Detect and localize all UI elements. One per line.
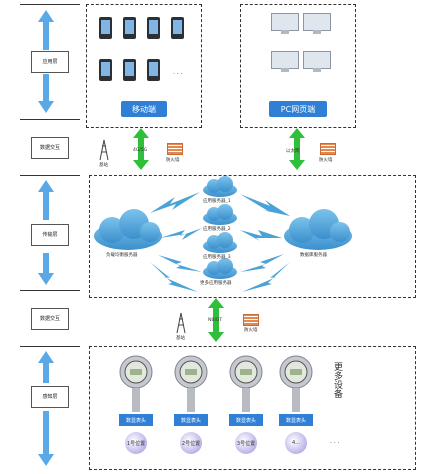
base-station-label: 基站 [99,163,108,168]
position-3-badge: 3号位置 [235,432,257,454]
load-balancer-cloud [94,209,162,250]
gauge-icon [119,355,153,412]
transport-panel [89,175,416,298]
layer-arrows [38,10,54,466]
firewall-label: 防火墙 [166,158,180,163]
down-arrow [38,253,54,285]
layer-label-data-exchange: 数据交互 [31,137,69,159]
server-cloud [203,232,237,253]
layer-divider [20,175,80,176]
device-tag: 数显表头 [229,414,263,426]
layer-label-data-exchange: 数据交互 [31,308,69,330]
server-cloud [203,258,237,279]
device-tag: 数显表头 [174,414,208,426]
ellipsis: · · · [330,440,340,447]
phone-icon [147,59,160,81]
up-arrow [38,180,54,220]
mobile-panel: · · · 移动端 [86,4,202,128]
up-arrow [38,10,54,50]
server-label: 应用服务器_1 [203,199,231,204]
gauge-icon [279,355,313,412]
pc-link-arrow [289,128,305,170]
phone-icon [123,59,136,81]
layer-label-perception: 感知层 [31,386,69,408]
firewall-label: 防火墙 [244,328,258,333]
firewall-label: 防火墙 [319,158,333,163]
gauge-icon [174,355,208,412]
phone-icon [123,17,136,39]
layer-divider [20,119,80,120]
server-cloud [203,176,237,197]
device-tag: 数显表头 [279,414,313,426]
base-station-label: 基站 [176,336,185,341]
position-4-badge: 4... [285,432,307,454]
nbiot-link-arrow [208,298,224,342]
mobile-label: 移动端 [121,101,167,117]
pc-label: PC网页端 [269,101,327,117]
position-1-badge: 1号位置 [125,432,147,454]
gauge-icon [229,355,263,412]
monitor-icon [303,51,331,72]
load-balancer-label: 负载均衡服务器 [106,253,138,258]
server-label: 更多应用服务器 [200,281,232,286]
server-label: 应用服务器_2 [203,227,231,232]
monitor-icon [303,13,331,34]
ellipsis: · · · [173,71,183,78]
phone-icon [99,17,112,39]
layer-divider [20,290,80,291]
database-cloud [284,209,352,250]
layer-label-transport: 传输层 [31,224,69,246]
firewall-icon [243,314,259,326]
phone-icon [99,59,112,81]
more-devices-label: 更多设备 [332,362,342,398]
lightning-icon [150,192,200,213]
monitor-icon [271,51,299,72]
down-arrow [38,74,54,113]
position-2-badge: 2号位置 [180,432,202,454]
mobile-link-arrow [133,128,149,170]
database-server-label: 数据库服务器 [300,253,327,258]
tower-icon [99,139,109,161]
layer-divider [20,346,80,347]
lightning-icon [158,255,202,272]
lightning-icon [240,194,290,216]
link-nbiot-label: NBIOT [208,318,223,323]
tower-icon [176,312,186,334]
layer-label-application: 应用层 [31,51,69,73]
lightning-icon [160,228,202,240]
firewall-icon [167,143,183,155]
lightning-icon [240,230,282,241]
server-label: 应用服务器_3 [203,255,231,260]
device-tag: 数显表头 [119,414,153,426]
phone-icon [147,17,160,39]
link-mobile-label: 4G/5G [133,148,148,153]
pc-panel: PC网页端 [240,4,356,128]
lightning-icon [240,254,284,272]
firewall-icon [320,143,336,155]
layer-divider [20,4,80,5]
monitor-icon [271,13,299,34]
phone-icon [171,17,184,39]
up-arrow [38,351,54,383]
server-cloud [203,204,237,225]
down-arrow [38,411,54,466]
link-pc-label: 以太网 [286,149,300,154]
